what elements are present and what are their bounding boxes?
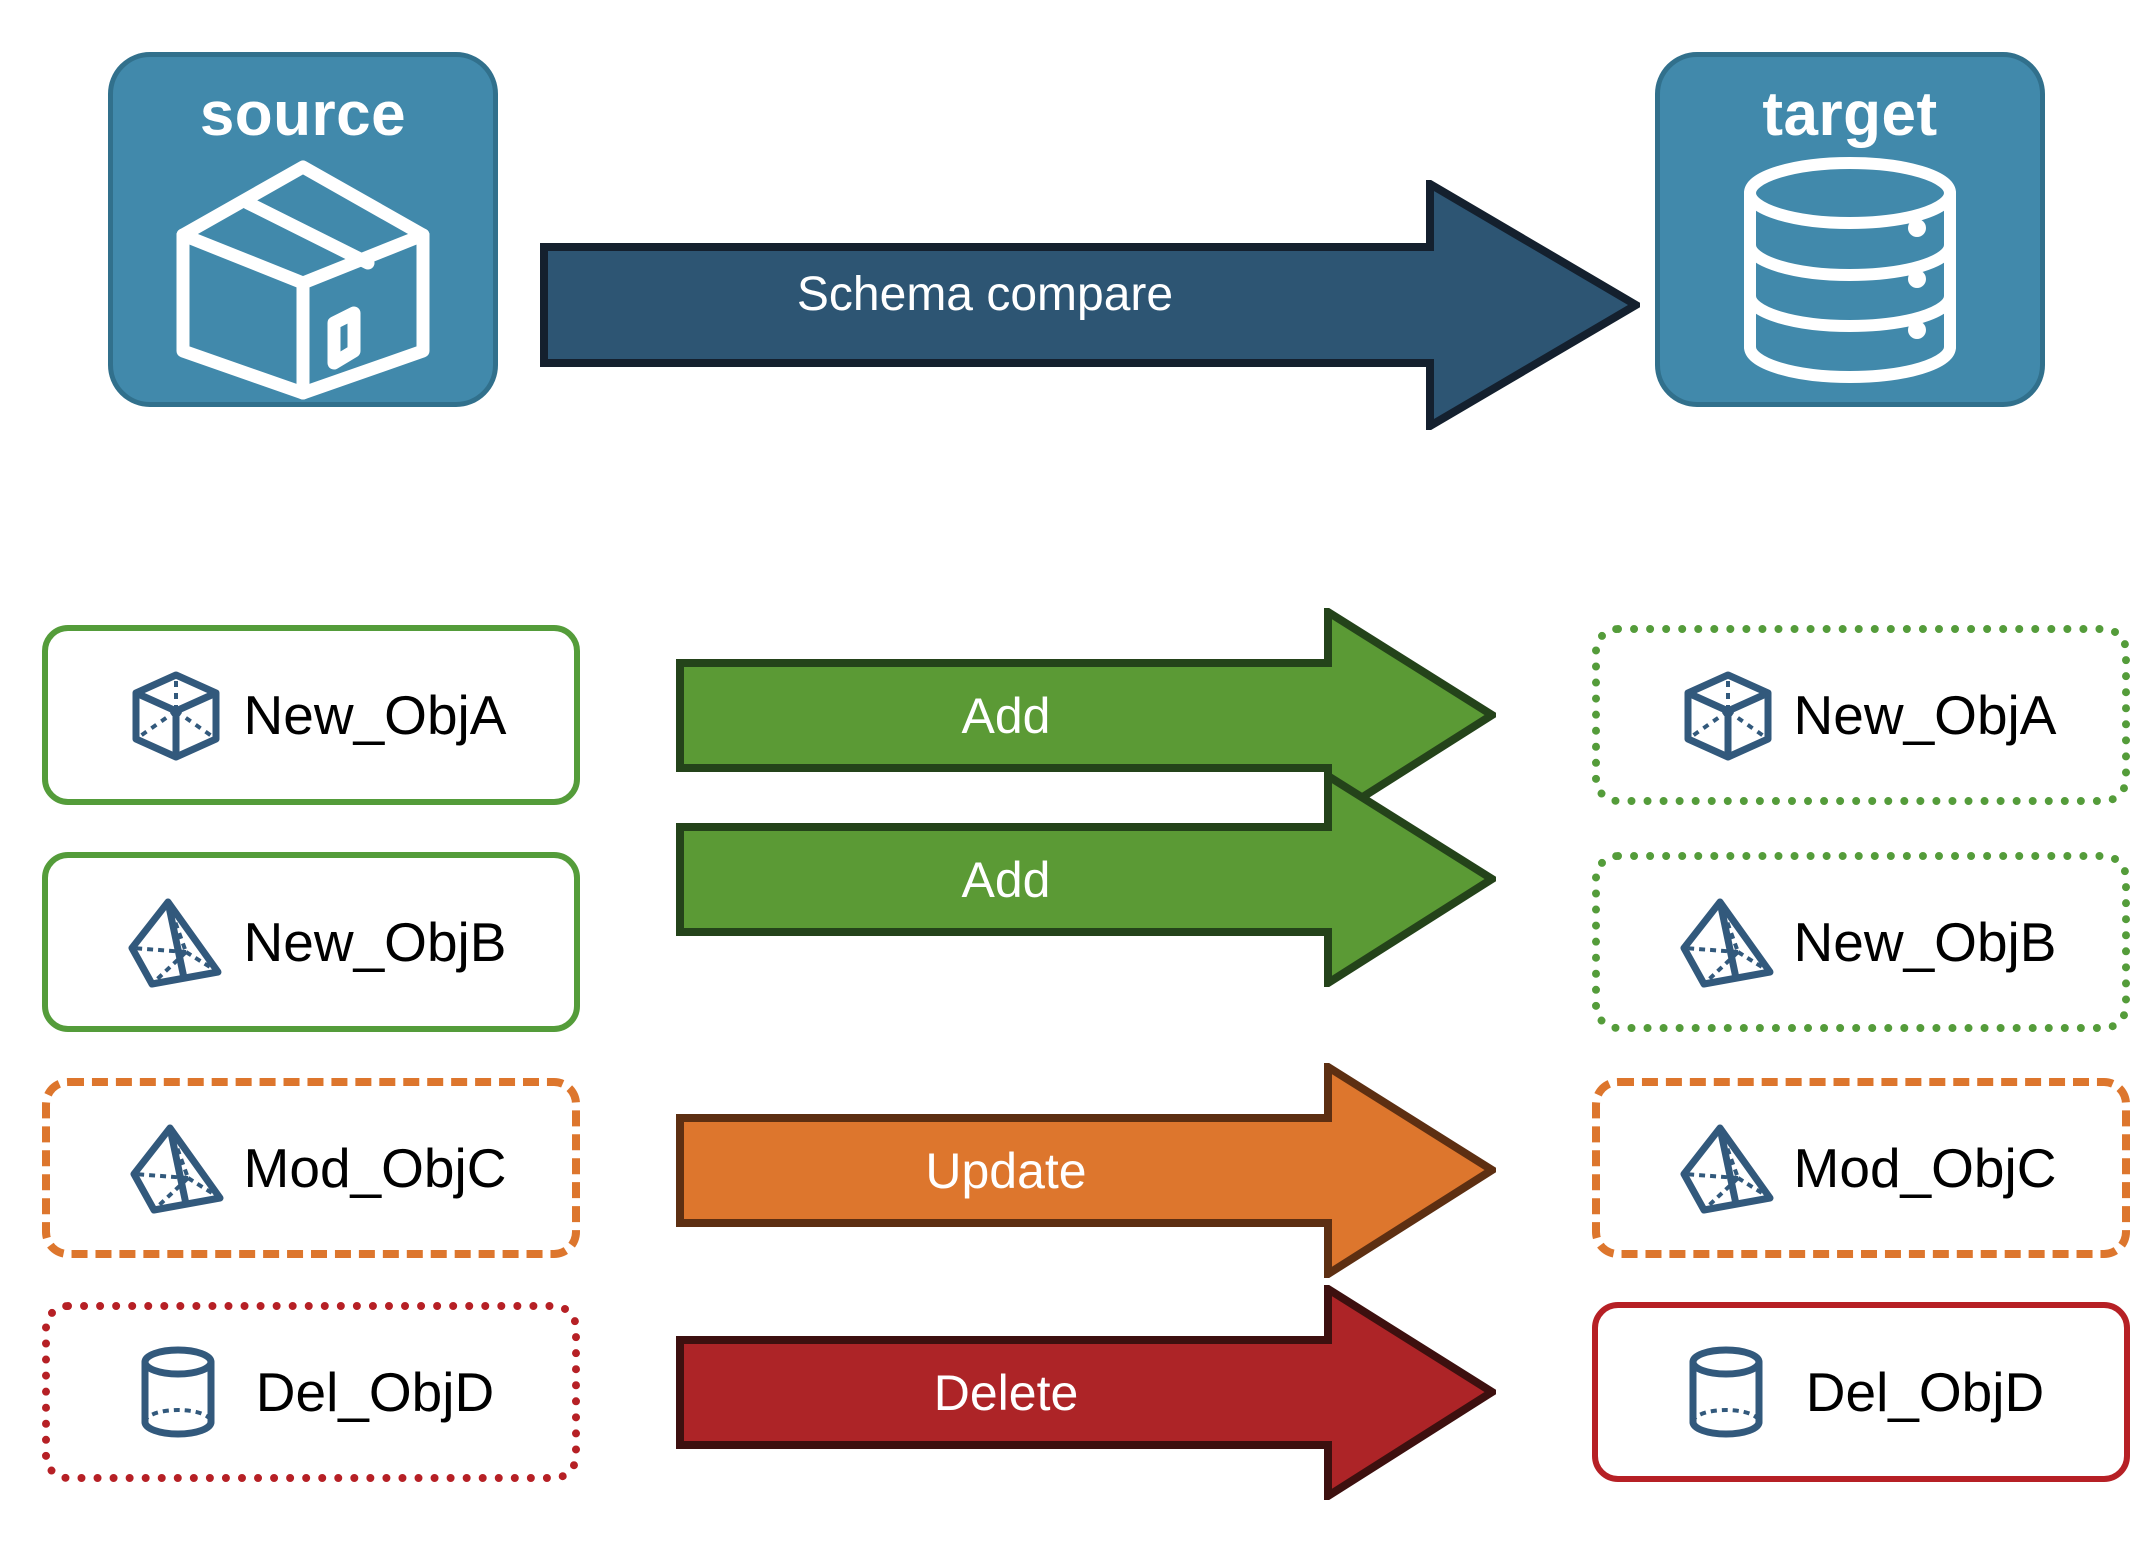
pyramid-icon bbox=[128, 1120, 228, 1216]
schema-compare-arrow: Schema compare bbox=[540, 180, 1640, 430]
source-card: source bbox=[108, 52, 498, 407]
source-object-label: Del_ObjD bbox=[255, 1361, 495, 1423]
source-object-row-4[interactable]: Del_ObjD bbox=[42, 1302, 580, 1482]
cube-icon bbox=[126, 667, 226, 763]
target-object-row-3[interactable]: Mod_ObjC bbox=[1592, 1078, 2130, 1258]
target-card: target bbox=[1655, 52, 2045, 407]
action-arrow-update[interactable]: Update bbox=[676, 1063, 1496, 1278]
target-title: target bbox=[1762, 80, 1938, 149]
source-object-label: New_ObjB bbox=[243, 911, 507, 973]
target-object-row-2[interactable]: New_ObjB bbox=[1592, 852, 2130, 1032]
target-object-row-1[interactable]: New_ObjA bbox=[1592, 625, 2130, 805]
pyramid-icon bbox=[1678, 1120, 1778, 1216]
target-object-label: New_ObjB bbox=[1793, 911, 2057, 973]
pyramid-icon bbox=[1678, 894, 1778, 990]
target-object-label: New_ObjA bbox=[1793, 684, 2057, 746]
cylinder-icon bbox=[128, 1342, 228, 1442]
pyramid-icon bbox=[126, 894, 226, 990]
source-object-label: New_ObjA bbox=[243, 684, 507, 746]
action-arrow-add-2[interactable]: Add bbox=[676, 772, 1496, 987]
action-arrow-delete[interactable]: Delete bbox=[676, 1285, 1496, 1500]
package-box-icon bbox=[113, 155, 493, 405]
target-object-label: Del_ObjD bbox=[1805, 1361, 2045, 1423]
source-title: source bbox=[199, 80, 407, 149]
cube-icon bbox=[1678, 667, 1778, 763]
source-object-row-3[interactable]: Mod_ObjC bbox=[42, 1078, 580, 1258]
source-object-row-2[interactable]: New_ObjB bbox=[42, 852, 580, 1032]
target-object-label: Mod_ObjC bbox=[1793, 1137, 2057, 1199]
cylinder-icon bbox=[1676, 1342, 1776, 1442]
target-object-row-4[interactable]: Del_ObjD bbox=[1592, 1302, 2130, 1482]
source-object-label: Mod_ObjC bbox=[243, 1137, 507, 1199]
database-icon bbox=[1660, 155, 2040, 385]
source-object-row-1[interactable]: New_ObjA bbox=[42, 625, 580, 805]
